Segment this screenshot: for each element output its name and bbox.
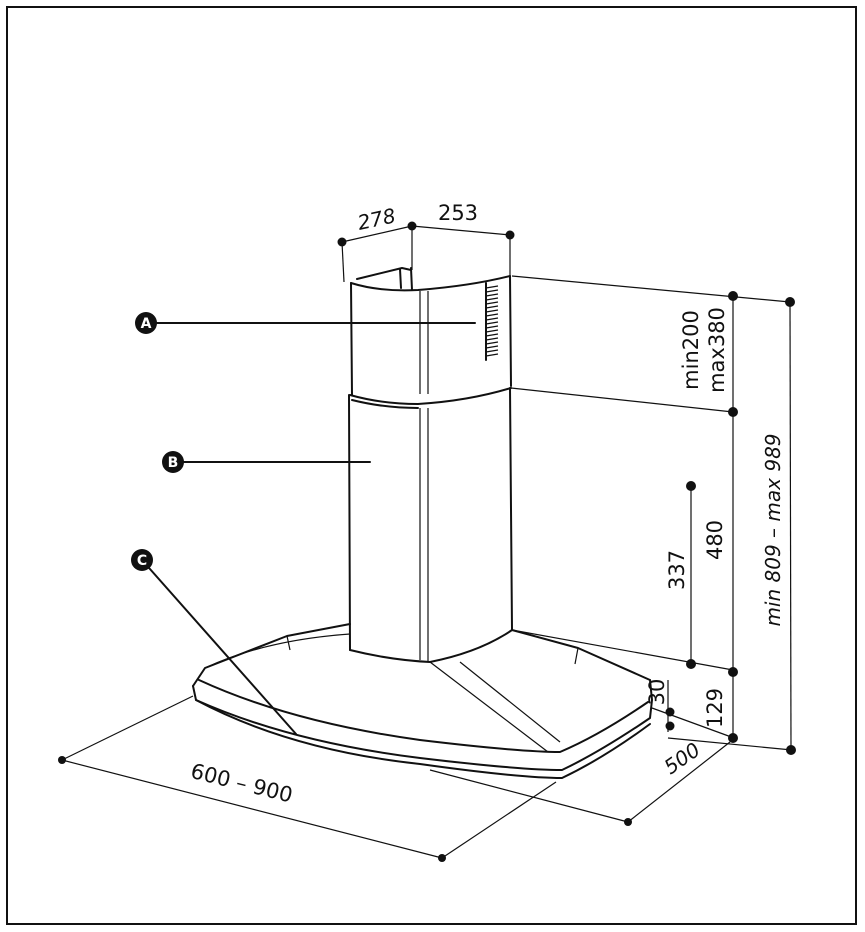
dimension-min809-max989: min 809 – max 989 bbox=[761, 297, 796, 755]
dimension-width: 600 – 900 bbox=[58, 695, 557, 862]
dimension-253: 253 bbox=[411, 201, 515, 276]
lower-chimney bbox=[348, 387, 513, 663]
dimension-129: 129 bbox=[703, 672, 738, 743]
callout-a: A bbox=[135, 312, 476, 334]
extension-lines bbox=[510, 275, 793, 751]
dimension-max380-label: max380 bbox=[705, 307, 729, 393]
dimension-min200-max380: min200 max380 bbox=[679, 291, 738, 417]
callout-a-label: A bbox=[141, 316, 152, 332]
dimension-min200-label: min200 bbox=[679, 310, 703, 390]
callout-c-label: C bbox=[137, 553, 147, 569]
upper-chimney bbox=[350, 267, 512, 396]
dimension-253-label: 253 bbox=[438, 201, 478, 225]
callout-b: B bbox=[162, 451, 371, 473]
dimension-30-label: 30 bbox=[645, 679, 669, 706]
dimension-30: 30 bbox=[645, 679, 675, 732]
dimension-500-label: 500 bbox=[659, 737, 704, 779]
dimension-278: 278 bbox=[337, 203, 417, 283]
vent-grille bbox=[485, 282, 499, 361]
callout-b-label: B bbox=[168, 455, 179, 471]
dimension-129-label: 129 bbox=[703, 688, 727, 728]
canopy bbox=[192, 623, 653, 779]
dimension-480: 480 bbox=[703, 412, 738, 677]
drawing-frame bbox=[6, 6, 857, 925]
callout-c: C bbox=[131, 549, 297, 735]
dimension-range-label: min 809 – max 989 bbox=[761, 433, 785, 626]
dimension-480-label: 480 bbox=[703, 520, 727, 560]
dimension-500: 500 bbox=[429, 737, 731, 826]
dimension-337-label: 337 bbox=[665, 550, 689, 590]
dimension-width-label: 600 – 900 bbox=[188, 759, 295, 807]
dimension-337: 337 bbox=[665, 481, 696, 669]
